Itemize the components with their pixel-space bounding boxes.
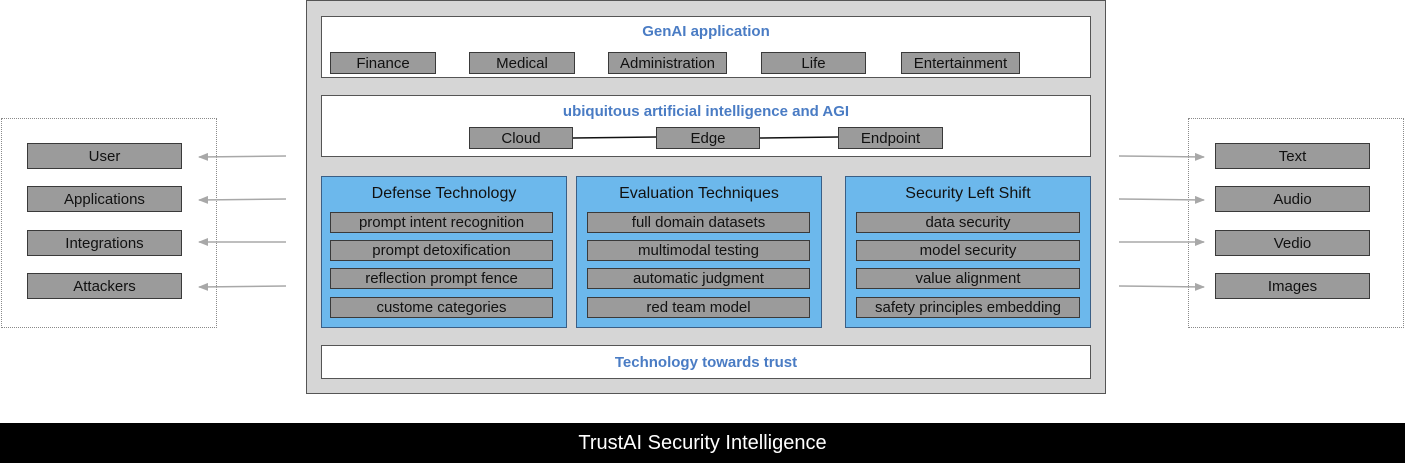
evaluation-item: full domain datasets [587, 212, 810, 233]
cloud-edge-connector [572, 136, 657, 139]
defense-item: prompt detoxification [330, 240, 553, 261]
defense-item: custome categories [330, 297, 553, 318]
footer-banner: TrustAI Security Intelligence [0, 423, 1405, 463]
ubiquitous-title: ubiquitous artificial intelligence and A… [562, 103, 850, 120]
defense-technology-title: Defense Technology [371, 185, 517, 202]
arrow-to-user [198, 152, 287, 161]
arrow-to-attackers [198, 282, 287, 291]
genai-title: GenAI application [642, 23, 770, 40]
entity-applications: Applications [27, 186, 182, 212]
genai-item-finance: Finance [330, 52, 436, 74]
arrow-to-applications [198, 195, 287, 204]
modality-vedio: Vedio [1215, 230, 1370, 256]
security-item: value alignment [856, 268, 1080, 289]
modality-text: Text [1215, 143, 1370, 169]
arrow-to-text [1118, 152, 1205, 161]
genai-item-medical: Medical [469, 52, 575, 74]
evaluation-techniques-title: Evaluation Techniques [619, 185, 779, 202]
defense-item: prompt intent recognition [330, 212, 553, 233]
security-item: model security [856, 240, 1080, 261]
genai-item-administration: Administration [608, 52, 727, 74]
genai-item-life: Life [761, 52, 866, 74]
arrow-to-audio [1118, 195, 1205, 204]
right-modalities-group [1188, 118, 1404, 328]
defense-item: reflection prompt fence [330, 268, 553, 289]
trust-title: Technology towards trust [614, 354, 798, 371]
left-entities-group [1, 118, 217, 328]
genai-item-entertainment: Entertainment [901, 52, 1020, 74]
modality-images: Images [1215, 273, 1370, 299]
entity-attackers: Attackers [27, 273, 182, 299]
arrow-to-images [1118, 282, 1205, 291]
security-item: safety principles embedding [856, 297, 1080, 318]
entity-user: User [27, 143, 182, 169]
security-item: data security [856, 212, 1080, 233]
trust-panel: Technology towards trust [321, 345, 1091, 379]
node-cloud: Cloud [469, 127, 573, 149]
security-left-shift-title: Security Left Shift [905, 185, 1031, 202]
evaluation-item: red team model [587, 297, 810, 318]
modality-audio: Audio [1215, 186, 1370, 212]
node-edge: Edge [656, 127, 760, 149]
node-endpoint: Endpoint [838, 127, 943, 149]
entity-integrations: Integrations [27, 230, 182, 256]
evaluation-item: multimodal testing [587, 240, 810, 261]
evaluation-item: automatic judgment [587, 268, 810, 289]
footer-title: TrustAI Security Intelligence [578, 431, 827, 454]
edge-endpoint-connector [759, 136, 839, 139]
